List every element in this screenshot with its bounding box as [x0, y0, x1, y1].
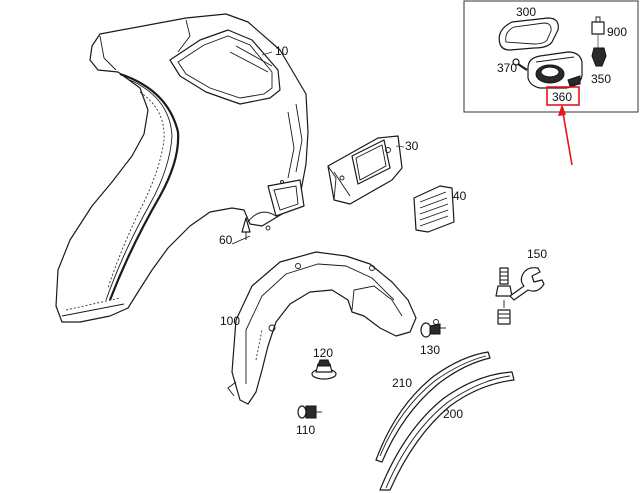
part-360-filler-housing[interactable] — [527, 51, 583, 89]
label-370: 370 — [497, 61, 517, 75]
part-120-push-clip[interactable] — [311, 359, 337, 380]
label-900: 900 — [607, 25, 627, 39]
label-110: 110 — [296, 423, 315, 437]
part-40-vent-grille[interactable] — [413, 185, 455, 233]
part-150-bolt-set[interactable] — [495, 267, 545, 325]
highlight-arrow — [558, 104, 573, 166]
label-150: 150 — [527, 247, 547, 261]
part-210-trim-strip[interactable] — [375, 351, 491, 463]
highlight-box-360 — [546, 86, 580, 106]
label-30: 30 — [405, 139, 419, 153]
label-360[interactable]: 360 — [552, 90, 572, 104]
part-300-fuel-flap-cover[interactable] — [498, 17, 559, 51]
label-130: 130 — [420, 343, 440, 357]
part-130-clip[interactable] — [420, 319, 446, 338]
label-60: 60 — [219, 233, 233, 247]
part-60-clip[interactable] — [231, 217, 251, 245]
part-200-arch-flare[interactable] — [379, 371, 515, 491]
part-100-wheel-arch-liner[interactable] — [227, 251, 417, 405]
label-200: 200 — [443, 407, 463, 421]
label-10: 10 — [275, 44, 289, 58]
label-350: 350 — [591, 72, 611, 86]
part-10-side-panel[interactable] — [55, 13, 309, 323]
part-370-screw[interactable] — [512, 58, 528, 71]
part-30-filler-recess[interactable] — [327, 135, 403, 205]
part-350-actuator[interactable] — [591, 34, 607, 67]
label-210: 210 — [392, 376, 412, 390]
label-120: 120 — [313, 346, 333, 360]
label-100: 100 — [220, 314, 240, 328]
label-300: 300 — [516, 5, 536, 19]
label-40: 40 — [453, 189, 467, 203]
part-110-clip[interactable] — [297, 405, 322, 419]
